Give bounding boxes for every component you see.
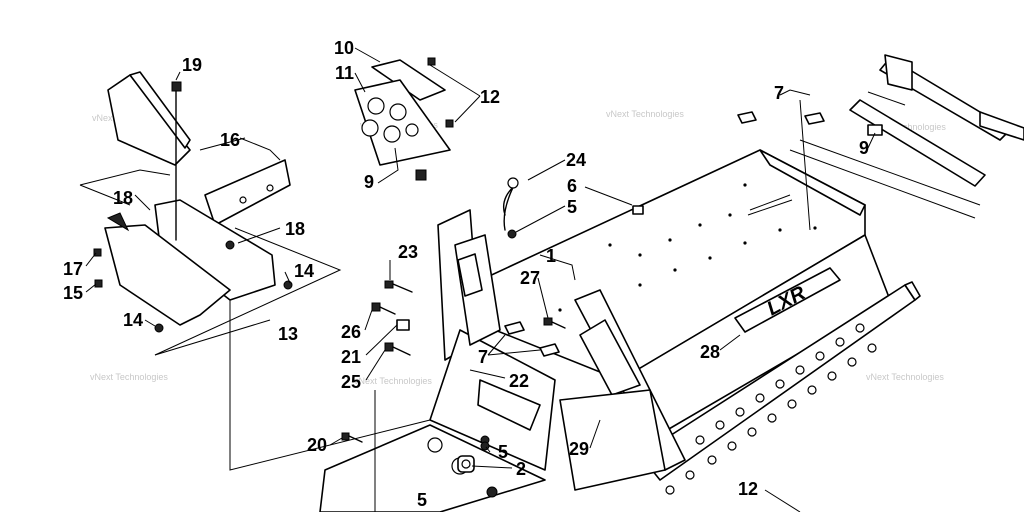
callout-29: 29	[569, 439, 589, 459]
callout-1: 1	[546, 246, 556, 266]
tunnel: LXR	[469, 111, 891, 441]
bolts-12	[427, 57, 454, 128]
callout-6: 6	[567, 176, 577, 196]
callout-5: 5	[498, 442, 508, 462]
clip-24	[503, 177, 519, 231]
callout-5: 5	[417, 490, 427, 510]
callout-24: 24	[566, 150, 586, 170]
callout-5: 5	[567, 197, 577, 217]
callout-16: 16	[220, 130, 240, 150]
callout-27: 27	[520, 268, 540, 288]
callout-17: 17	[63, 259, 83, 279]
watermark: vNext Technologies	[868, 122, 946, 132]
bolt-25	[384, 342, 411, 356]
callout-20: 20	[307, 435, 327, 455]
watermark: vNext Technologies	[90, 372, 168, 382]
decal-7	[804, 112, 825, 125]
callout-9: 9	[859, 138, 869, 158]
decal-7	[737, 111, 757, 124]
callout-19: 19	[182, 55, 202, 75]
callout-10: 10	[334, 38, 354, 58]
frame-window	[457, 253, 483, 297]
callout-7: 7	[774, 83, 784, 103]
front-side-panel	[559, 389, 666, 491]
callout-21: 21	[341, 347, 361, 367]
watermark: vNext Technologies	[354, 376, 432, 386]
bolt-19	[171, 81, 182, 241]
bolt-9-rear	[867, 124, 883, 136]
nut-5a	[507, 229, 517, 239]
bolt-26	[371, 302, 396, 315]
rear-rail-lower	[849, 99, 986, 187]
rear-bumper-left-end	[884, 54, 913, 91]
callout-2: 2	[516, 459, 526, 479]
callout-13: 13	[278, 324, 298, 344]
callout-12: 12	[738, 479, 758, 499]
leaders	[79, 47, 876, 512]
callout-9: 9	[364, 172, 374, 192]
bolt-23	[384, 280, 413, 293]
callout-23: 23	[398, 242, 418, 262]
bearing-hole	[427, 437, 443, 453]
warning-marker	[106, 212, 130, 232]
nut-6	[632, 205, 644, 215]
callout-15: 15	[63, 283, 83, 303]
callout-7: 7	[478, 347, 488, 367]
lxr-decal	[734, 267, 841, 333]
callout-12: 12	[480, 87, 500, 107]
callout-14: 14	[123, 310, 143, 330]
callout-26: 26	[341, 322, 361, 342]
upright-window	[579, 319, 641, 396]
fasteners	[341, 57, 883, 473]
callout-11: 11	[335, 63, 354, 83]
bracket-13	[104, 224, 231, 326]
tunnel-rear-lip	[759, 149, 866, 216]
bracket-assembly	[354, 59, 451, 166]
bracket-upper	[107, 74, 191, 166]
rear-bumper-right-end	[979, 111, 1024, 141]
callout-18: 18	[113, 188, 133, 208]
running-board-holes	[665, 323, 877, 495]
fastener	[486, 486, 498, 498]
callout-labels: 1 2 5 5 5 6 7 7 9 9 10 11 12 12 13 14 14…	[63, 38, 869, 510]
watermark: vNext Technologies	[606, 109, 684, 119]
bracket-16	[204, 159, 291, 226]
left-bracket-assembly	[93, 71, 293, 333]
bolt-9-lower	[415, 169, 427, 181]
rear-rail-assembly	[789, 54, 1024, 219]
callout-22: 22	[509, 371, 529, 391]
callout-25: 25	[341, 372, 361, 392]
bulkhead-cutout	[477, 379, 541, 431]
fitting-2	[457, 455, 475, 473]
bolt-17	[93, 248, 102, 257]
bulkhead	[319, 209, 686, 512]
spacer-21	[396, 319, 410, 331]
bolt-15	[94, 279, 103, 288]
callout-28: 28	[700, 342, 720, 362]
watermark: vNext Technologies	[866, 372, 944, 382]
callout-14: 14	[294, 261, 314, 281]
pads-7	[504, 321, 560, 357]
callout-18: 18	[285, 219, 305, 239]
